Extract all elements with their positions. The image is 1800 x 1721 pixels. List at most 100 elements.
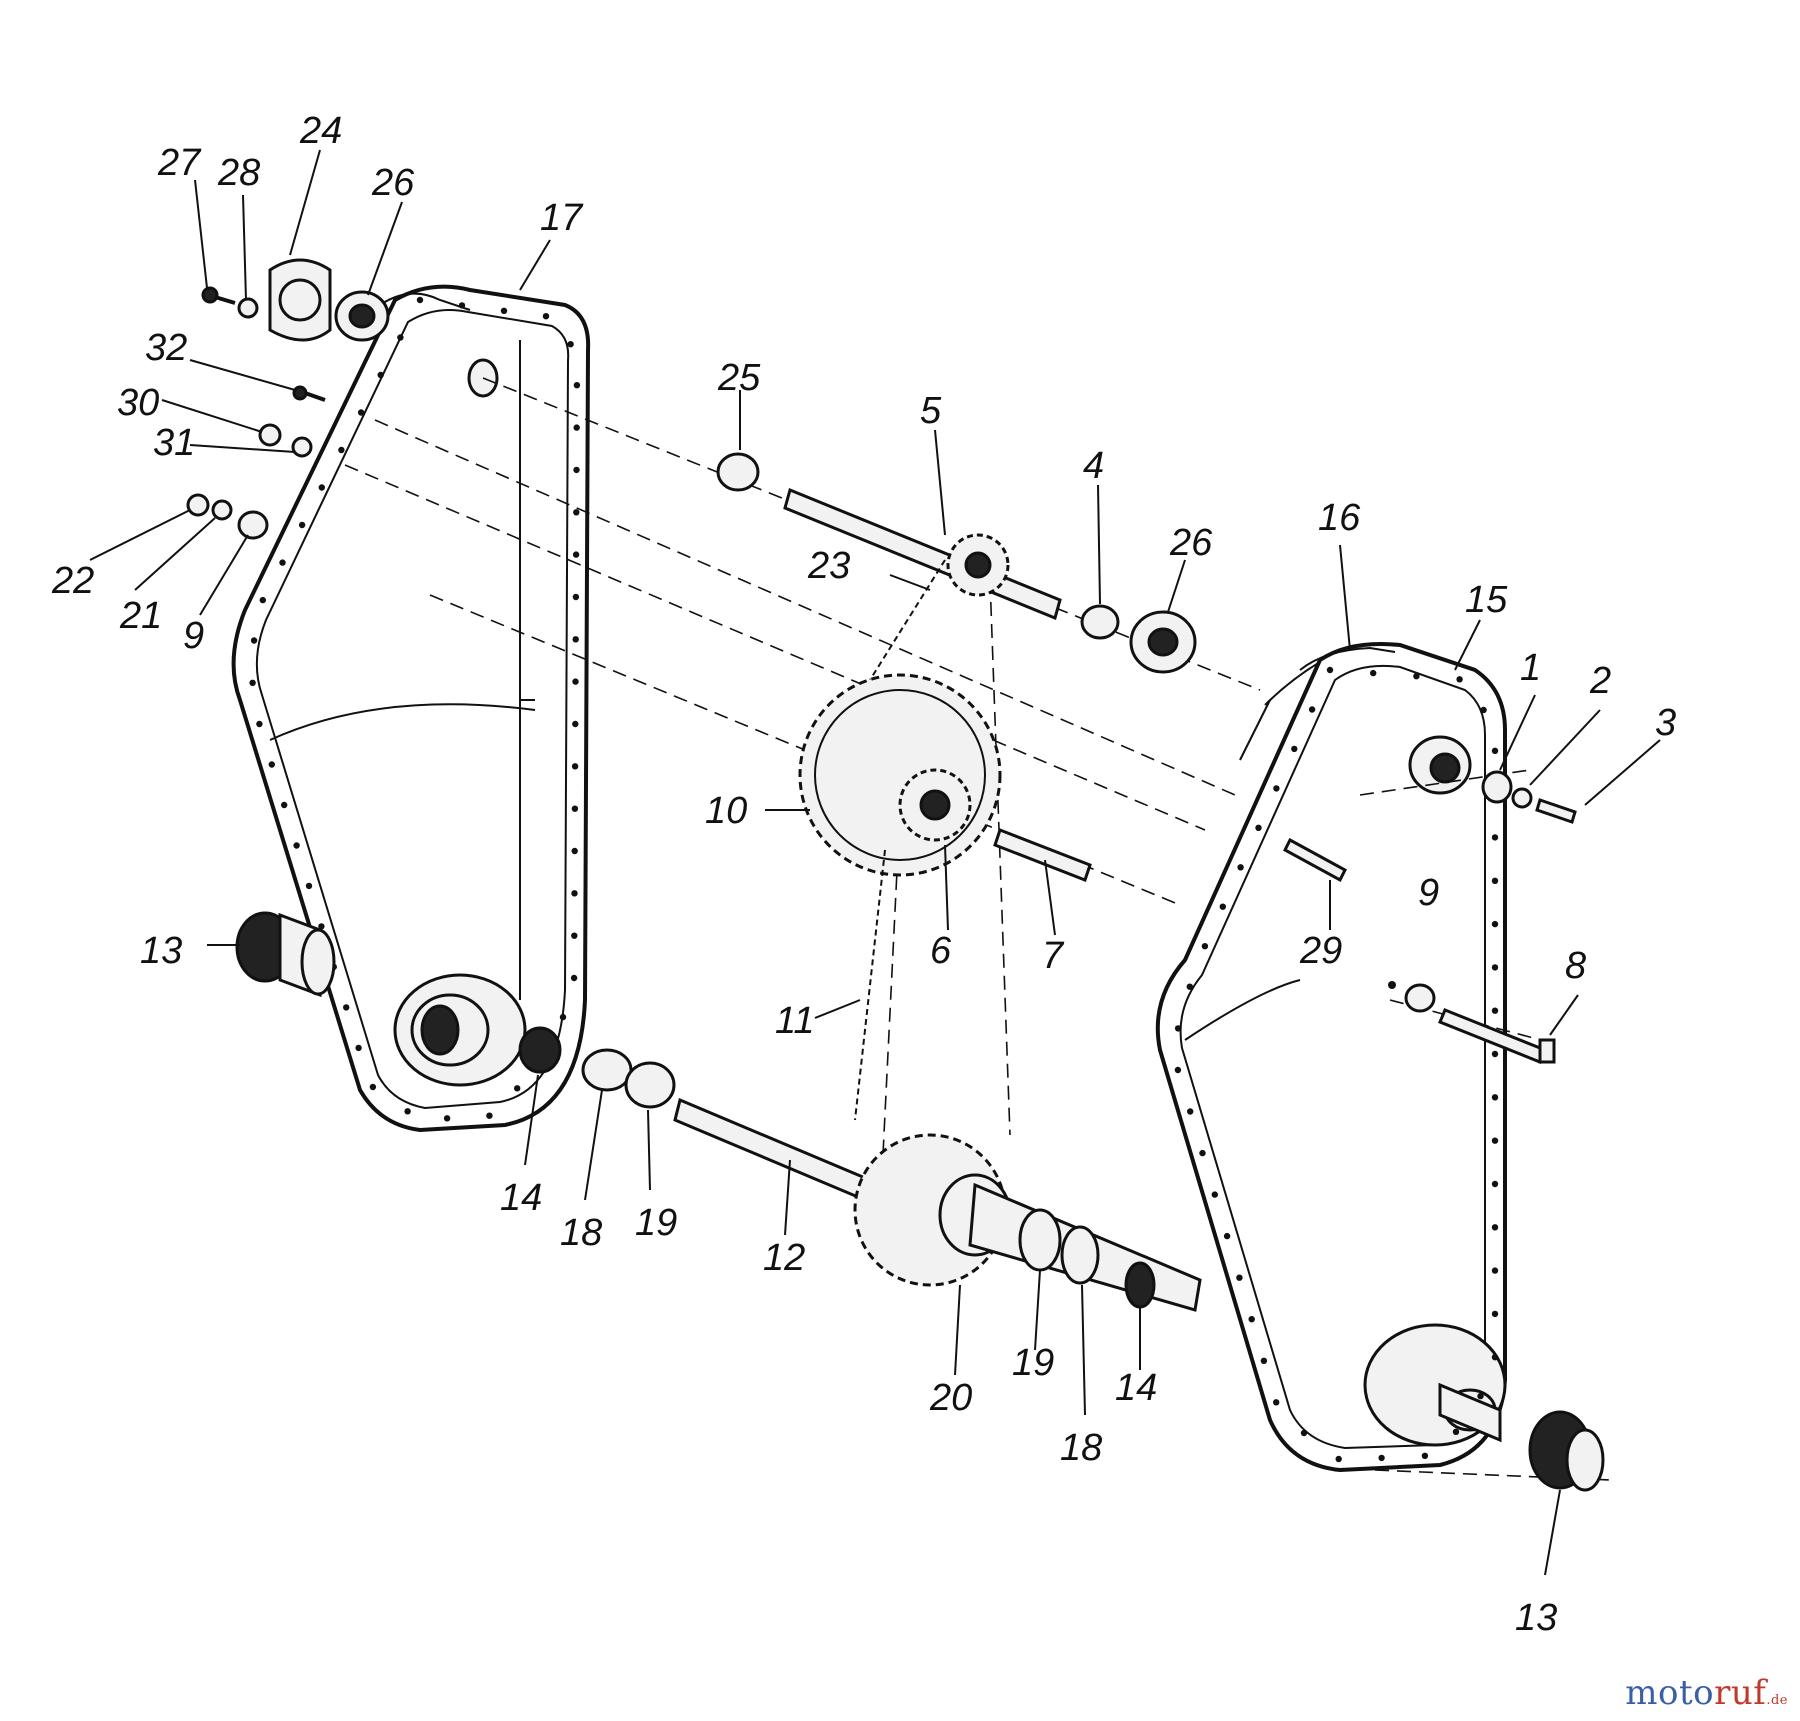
rim-hole [572, 678, 579, 685]
rim-hole [305, 882, 313, 890]
assembly-lines [344, 377, 1611, 1481]
rim-hole [1477, 1392, 1484, 1400]
rim-hole [1452, 1428, 1460, 1436]
part-label: 18 [560, 1212, 602, 1254]
motoruf-watermark-logo: motoruf.de [1625, 1673, 1788, 1713]
rim-hole [1491, 747, 1499, 754]
rim-hole [281, 801, 288, 809]
rim-hole [573, 382, 581, 389]
part-label: 19 [1012, 1342, 1054, 1384]
part-label: 32 [145, 327, 187, 369]
rim-hole [250, 637, 258, 644]
part-label: 14 [1115, 1367, 1157, 1409]
part-label: 4 [1083, 445, 1104, 487]
rim-hole [572, 593, 580, 601]
watermark-brand-b: ruf [1714, 1673, 1767, 1713]
rim-hole [1186, 983, 1194, 990]
rim-hole [570, 974, 578, 982]
rim-hole [571, 847, 578, 855]
rim-hole [1291, 745, 1298, 753]
rim-hole [279, 559, 286, 566]
rim-hole [298, 521, 306, 529]
rim-hole [1491, 1007, 1499, 1014]
part-label: 23 [807, 545, 850, 587]
rim-hole [1491, 1310, 1499, 1318]
part-label: 13 [1515, 1597, 1557, 1639]
rim-hole [542, 313, 550, 320]
part-label: 5 [920, 390, 942, 432]
rim-hole [1491, 1137, 1499, 1144]
rim-hole [1260, 1357, 1268, 1365]
part-label: 9 [183, 615, 204, 657]
rim-hole [458, 302, 466, 309]
rim-hole [567, 341, 574, 348]
part-label: 19 [635, 1202, 677, 1244]
right-chain-case-housing [1155, 642, 1507, 1473]
rim-hole [369, 1083, 377, 1091]
rim-hole [1491, 877, 1499, 884]
rim-hole [571, 890, 578, 897]
part-label: 29 [1299, 930, 1342, 972]
watermark-brand-a: moto [1625, 1673, 1715, 1713]
rim-hole [1199, 1149, 1206, 1157]
part-label: 15 [1465, 579, 1508, 621]
rim-hole [1326, 666, 1334, 674]
part-label: 12 [763, 1237, 805, 1279]
rim-hole [500, 307, 508, 314]
rim-hole [572, 551, 580, 558]
leader-lines [89, 149, 1661, 1576]
rim-hole [573, 466, 580, 474]
center-drive-parts [673, 452, 1202, 1312]
part-label: 18 [1060, 1427, 1102, 1469]
rim-hole [514, 1085, 521, 1092]
rim-hole [256, 720, 263, 728]
part-label: 24 [299, 110, 342, 152]
part-label: 3 [1655, 702, 1676, 744]
part-label: 21 [119, 595, 162, 637]
rim-hole [259, 596, 266, 604]
part-label: 7 [1042, 935, 1065, 977]
rim-hole [1174, 1066, 1182, 1074]
rim-hole [1413, 673, 1420, 680]
rim-hole [355, 1044, 362, 1052]
rim-hole [338, 446, 345, 454]
rim-hole [1491, 834, 1499, 841]
rim-hole [1237, 864, 1244, 871]
rim-hole [1370, 669, 1377, 677]
rim-hole [1491, 1094, 1499, 1101]
rim-hole [1491, 1180, 1499, 1188]
rim-hole [343, 1004, 350, 1011]
part-label: 16 [1318, 497, 1361, 539]
part-label: 31 [153, 422, 195, 464]
rim-hole [486, 1112, 493, 1119]
rim-hole [443, 1115, 451, 1122]
rim-hole [1211, 1191, 1219, 1198]
rim-hole [1491, 1354, 1499, 1361]
part-label: 14 [500, 1177, 542, 1219]
rim-hole [318, 484, 325, 491]
rim-hole [1491, 920, 1499, 928]
part-label: 11 [775, 1000, 814, 1042]
rim-hole [404, 1108, 411, 1115]
rim-hole [572, 636, 579, 643]
part-label: 26 [371, 162, 415, 204]
rim-hole [1248, 1316, 1255, 1323]
rim-hole [1456, 676, 1463, 683]
rim-hole [571, 805, 579, 812]
rim-hole [1223, 1232, 1231, 1240]
rim-hole [1308, 706, 1316, 713]
part-label: 25 [717, 357, 761, 399]
left-chain-case-housing [231, 284, 591, 1133]
part-label: 6 [930, 930, 952, 972]
part-label: 10 [705, 790, 747, 832]
watermark-tld: .de [1766, 1693, 1788, 1708]
part-label: 2 [1589, 660, 1611, 702]
part-label: 27 [157, 142, 202, 184]
rim-hole [1255, 824, 1262, 831]
rim-hole [318, 923, 325, 930]
rim-hole [1187, 1108, 1194, 1115]
rim-hole [397, 334, 404, 341]
rim-hole [573, 424, 580, 431]
rim-hole [377, 371, 384, 379]
